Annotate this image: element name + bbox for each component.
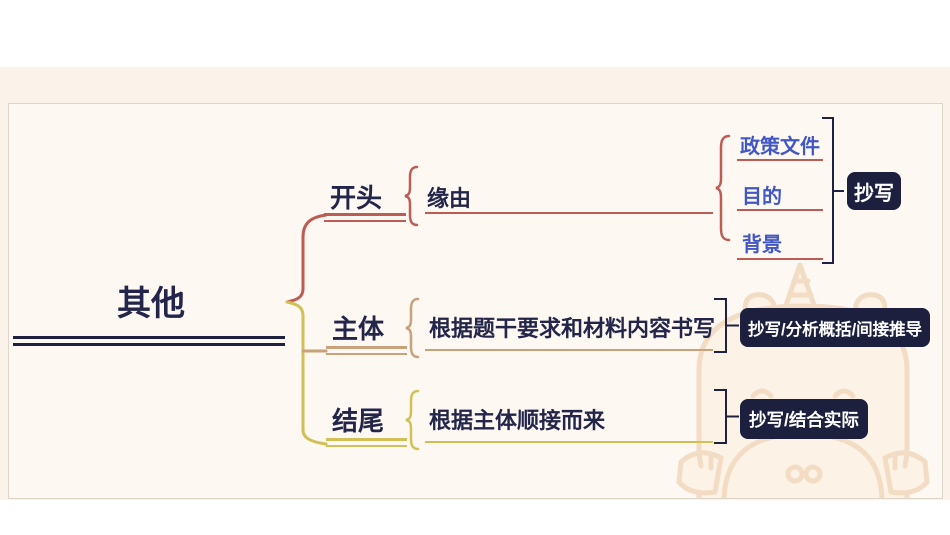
summary-badge-body[interactable]: 抄写/分析概括/间接推导 (740, 308, 931, 347)
subtopic-background-underline (737, 258, 823, 260)
branch-opening-underline (324, 213, 406, 222)
summary-bracket-body (714, 298, 739, 353)
content-band: 其他 开头 缘由 政策文件 目的 背景 (0, 67, 950, 500)
branch-ending-label[interactable]: 结尾 (332, 406, 385, 436)
summary-bracket-opening (822, 117, 844, 264)
branch-opening-label[interactable]: 开头 (330, 183, 383, 213)
mascot-eyes (750, 388, 856, 399)
subtopic-background[interactable]: 背景 (742, 234, 782, 256)
topic-body-content[interactable]: 根据题干要求和材料内容书写 (429, 316, 716, 341)
root-topic[interactable]: 其他 (117, 285, 185, 323)
mindmap-canvas: 其他 开头 缘由 政策文件 目的 背景 (8, 103, 943, 499)
topic-reason[interactable]: 缘由 (427, 186, 472, 211)
brace-ending (405, 389, 420, 451)
summary-badge-ending[interactable]: 抄写/结合实际 (740, 399, 868, 439)
branch-body-label[interactable]: 主体 (332, 314, 385, 344)
summary-badge-opening[interactable]: 抄写 (847, 172, 901, 210)
subtopic-purpose[interactable]: 目的 (742, 186, 782, 208)
topic-ending-content[interactable]: 根据主体顺接而来 (429, 408, 606, 433)
brace-reason-children (715, 134, 731, 242)
unicorn-mascot-watermark (676, 262, 930, 498)
topic-body-underline (425, 349, 713, 351)
brace-opening (404, 165, 419, 227)
branch-ending-underline (326, 438, 407, 447)
brace-body (405, 297, 420, 359)
summary-bracket-ending (714, 389, 739, 444)
topic-reason-underline (425, 212, 713, 214)
subtopic-policy-file[interactable]: 政策文件 (740, 136, 820, 158)
mascot-nostril-right (803, 464, 823, 484)
root-branch-connector (285, 213, 328, 446)
subtopic-policy-file-underline (737, 159, 823, 161)
subtopic-purpose-underline (737, 209, 823, 211)
branch-body-underline (326, 346, 407, 355)
topic-ending-underline (425, 441, 713, 443)
mascot-nostril-left (785, 464, 805, 484)
root-underline (13, 336, 285, 346)
